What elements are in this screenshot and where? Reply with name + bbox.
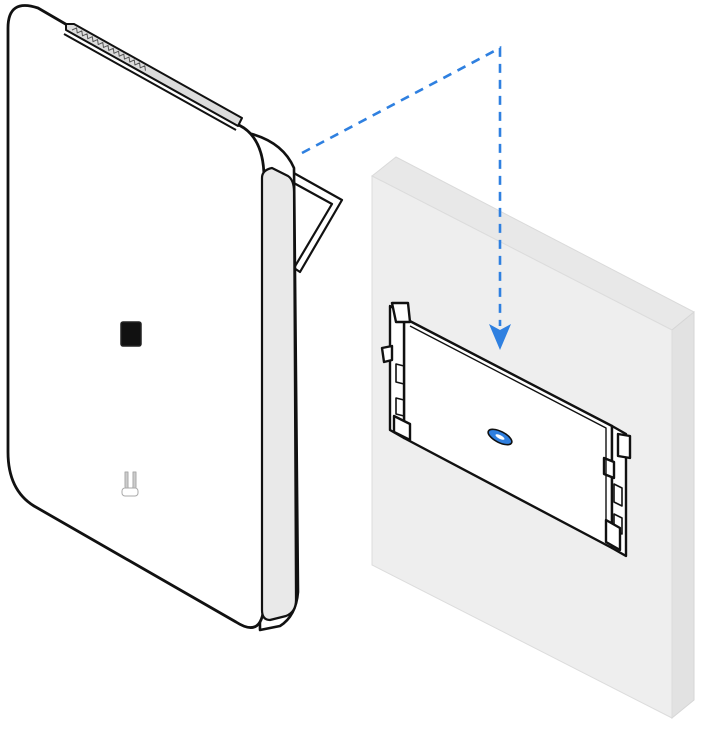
guide-dashed-line bbox=[301, 45, 502, 326]
bracket-indicator-icon bbox=[487, 428, 513, 446]
bracket-left-tab-top bbox=[390, 301, 412, 324]
mounting-bracket bbox=[380, 301, 632, 558]
wall-side-face bbox=[671, 310, 695, 720]
access-point-device bbox=[6, 4, 344, 632]
device-front-face bbox=[6, 4, 266, 629]
bracket-plate-rim bbox=[409, 325, 607, 540]
bracket-right-tab-top bbox=[616, 432, 632, 460]
device-top-vent-line bbox=[63, 33, 237, 131]
bracket-left-slot bbox=[395, 363, 405, 385]
down-arrow-icon bbox=[489, 324, 511, 350]
bracket-right-slot bbox=[613, 483, 623, 507]
bracket-left-clip bbox=[380, 344, 394, 364]
alignment-guide bbox=[301, 45, 511, 350]
device-edge-strip bbox=[260, 166, 298, 622]
bracket-left-corner bbox=[392, 414, 412, 442]
device-logo-icon bbox=[121, 471, 139, 497]
device-top-vent-teeth bbox=[71, 27, 146, 71]
bracket-left-slot-2 bbox=[395, 397, 405, 417]
front-led-square bbox=[120, 321, 142, 347]
device-back-stand bbox=[290, 170, 344, 274]
